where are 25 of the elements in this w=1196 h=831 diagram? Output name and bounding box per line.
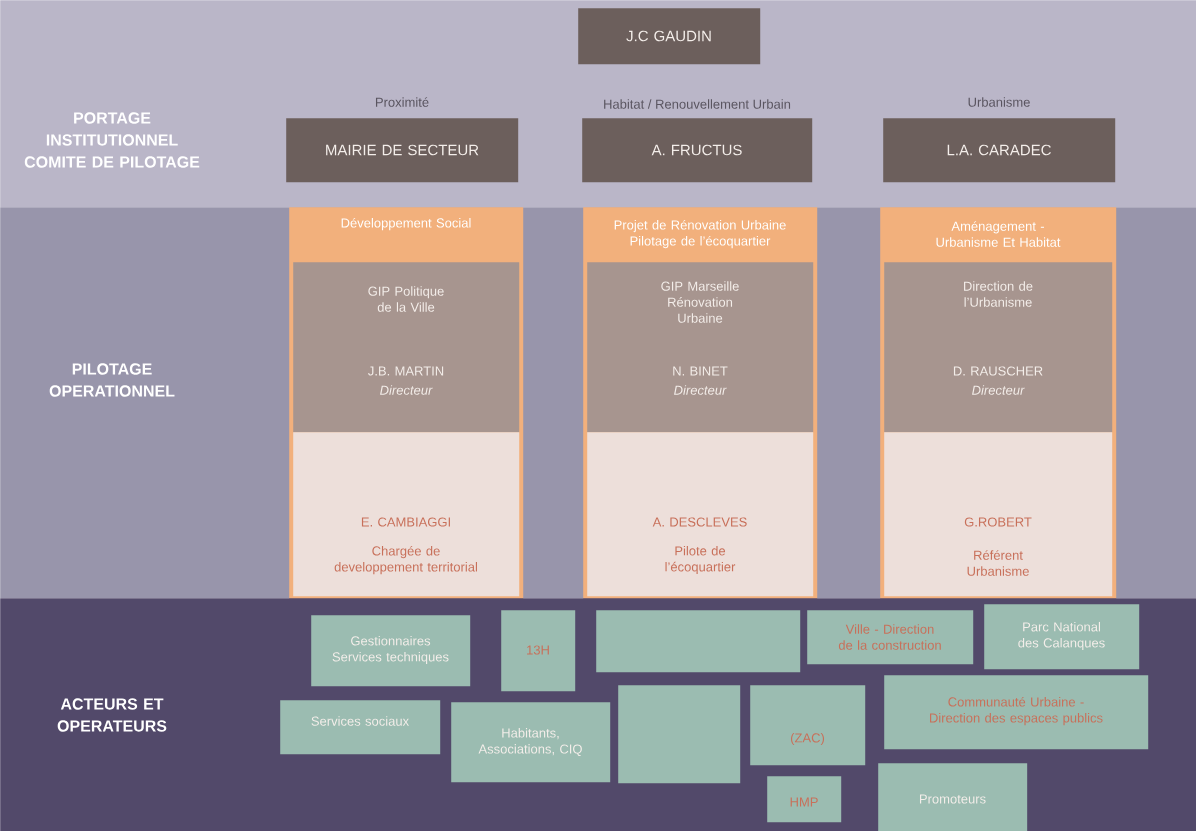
directorate-box: Direction de l’Urbanisme D. RAUSCHER Directeur bbox=[884, 262, 1113, 433]
actor-box bbox=[596, 610, 801, 673]
node-label: Habitat / Renouvellement Urbain bbox=[604, 99, 791, 109]
actor-box: Parc National des Calanques bbox=[984, 604, 1140, 670]
contact-box: G.ROBERT Référent Urbanisme bbox=[884, 432, 1113, 597]
contact-box: E. CAMBIAGGI Chargée de developpement territorial bbox=[293, 432, 520, 597]
actor-box: Gestionnaires Services techniques bbox=[311, 615, 471, 687]
name-box: MAIRIE DE SECTEUR bbox=[286, 118, 519, 183]
node-label: Proximité bbox=[376, 97, 429, 107]
actor-box: Communauté Urbaine - Direction des espaces publics bbox=[884, 675, 1149, 750]
name-box: J.C GAUDIN bbox=[578, 8, 761, 65]
directorate-box: GIP Marseille Rénovation Urbaine N. BINET Directeur bbox=[587, 262, 814, 433]
actor-box: 13H bbox=[501, 610, 576, 692]
directorate-box: GIP Politique de la Ville J.B. MARTIN Directeur bbox=[293, 262, 520, 433]
actor-box: Promoteurs bbox=[878, 763, 1028, 831]
actor-box: HMP bbox=[767, 776, 842, 823]
node-label: Urbanisme bbox=[968, 97, 1030, 107]
actor-box: Habitants, Associations, CIQ bbox=[451, 702, 611, 783]
contact-box: A. DESCLEVES Pilote de l’écoquartier bbox=[587, 432, 814, 597]
actor-box: (ZAC) bbox=[750, 685, 866, 766]
name-box: A. FRUCTUS bbox=[582, 118, 813, 183]
actor-box bbox=[618, 685, 741, 784]
actor-box: Ville - Direction de la construction bbox=[807, 610, 974, 665]
actor-box: Services sociaux bbox=[280, 700, 441, 755]
name-box: L.A. CARADEC bbox=[883, 118, 1116, 183]
